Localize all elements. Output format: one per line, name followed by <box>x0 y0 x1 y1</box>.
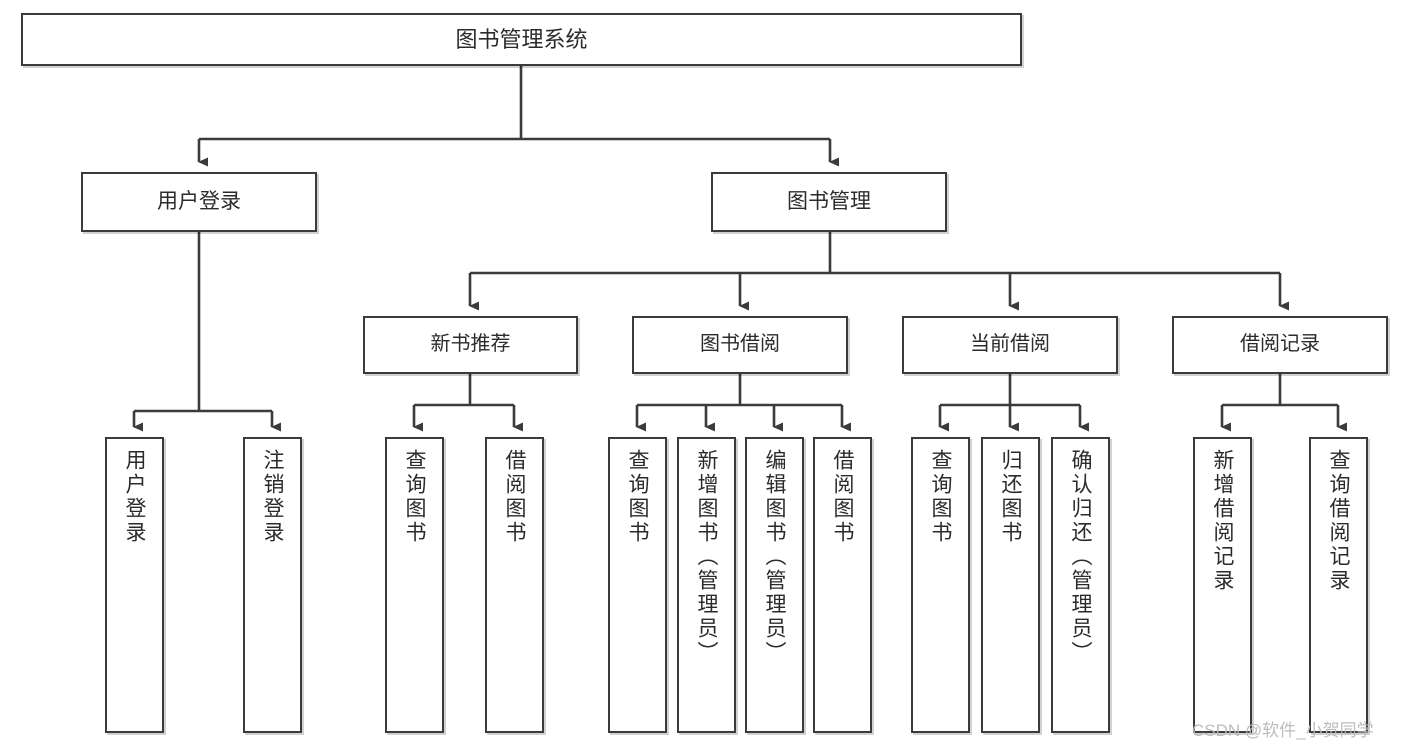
node-current-borrow[interactable]: 当前借阅 <box>902 316 1118 374</box>
node-leaf-add-record-label: 新增借阅记录 <box>1211 449 1234 593</box>
node-leaf-add-book-label: 新增图书（管理员） <box>695 449 718 665</box>
node-current-borrow-label: 当前借阅 <box>970 333 1050 356</box>
node-leaf-return-book[interactable]: 归还图书 <box>981 437 1040 733</box>
node-leaf-user-login-label: 用户登录 <box>123 449 146 545</box>
node-leaf-borrow-book-1[interactable]: 借阅图书 <box>485 437 544 733</box>
node-leaf-return-book-label: 归还图书 <box>999 449 1022 545</box>
node-leaf-query-book-3-label: 查询图书 <box>929 449 952 545</box>
node-leaf-edit-book-label: 编辑图书（管理员） <box>763 449 786 665</box>
node-leaf-query-book-3[interactable]: 查询图书 <box>911 437 970 733</box>
node-borrow-record[interactable]: 借阅记录 <box>1172 316 1388 374</box>
node-borrow-record-label: 借阅记录 <box>1240 333 1320 356</box>
node-leaf-query-record-label: 查询借阅记录 <box>1327 449 1350 593</box>
node-leaf-query-record[interactable]: 查询借阅记录 <box>1309 437 1368 733</box>
node-root[interactable]: 图书管理系统 <box>21 13 1022 66</box>
node-leaf-add-book[interactable]: 新增图书（管理员） <box>677 437 736 733</box>
node-book-manage[interactable]: 图书管理 <box>711 172 947 232</box>
node-leaf-borrow-book-2-label: 借阅图书 <box>831 449 854 545</box>
node-leaf-borrow-book-1-label: 借阅图书 <box>503 449 526 545</box>
node-book-manage-label: 图书管理 <box>787 189 871 213</box>
node-user-login-label: 用户登录 <box>157 189 241 213</box>
node-book-borrow-label: 图书借阅 <box>700 333 780 356</box>
node-book-borrow[interactable]: 图书借阅 <box>632 316 848 374</box>
node-leaf-query-book-1-label: 查询图书 <box>403 449 426 545</box>
node-leaf-edit-book[interactable]: 编辑图书（管理员） <box>745 437 804 733</box>
node-leaf-query-book-1[interactable]: 查询图书 <box>385 437 444 733</box>
node-leaf-logout-label: 注销登录 <box>261 449 284 545</box>
node-new-book-recommend-label: 新书推荐 <box>430 333 511 356</box>
node-leaf-add-record[interactable]: 新增借阅记录 <box>1193 437 1252 733</box>
node-leaf-borrow-book-2[interactable]: 借阅图书 <box>813 437 872 733</box>
node-leaf-user-login[interactable]: 用户登录 <box>105 437 164 733</box>
node-root-label: 图书管理系统 <box>455 26 588 52</box>
node-leaf-logout[interactable]: 注销登录 <box>243 437 302 733</box>
node-leaf-confirm-return-label: 确认归还（管理员） <box>1069 449 1092 665</box>
node-leaf-query-book-2-label: 查询图书 <box>626 449 649 545</box>
node-leaf-confirm-return[interactable]: 确认归还（管理员） <box>1051 437 1110 733</box>
node-leaf-query-book-2[interactable]: 查询图书 <box>608 437 667 733</box>
node-user-login[interactable]: 用户登录 <box>81 172 317 232</box>
node-new-book-recommend[interactable]: 新书推荐 <box>363 316 578 374</box>
